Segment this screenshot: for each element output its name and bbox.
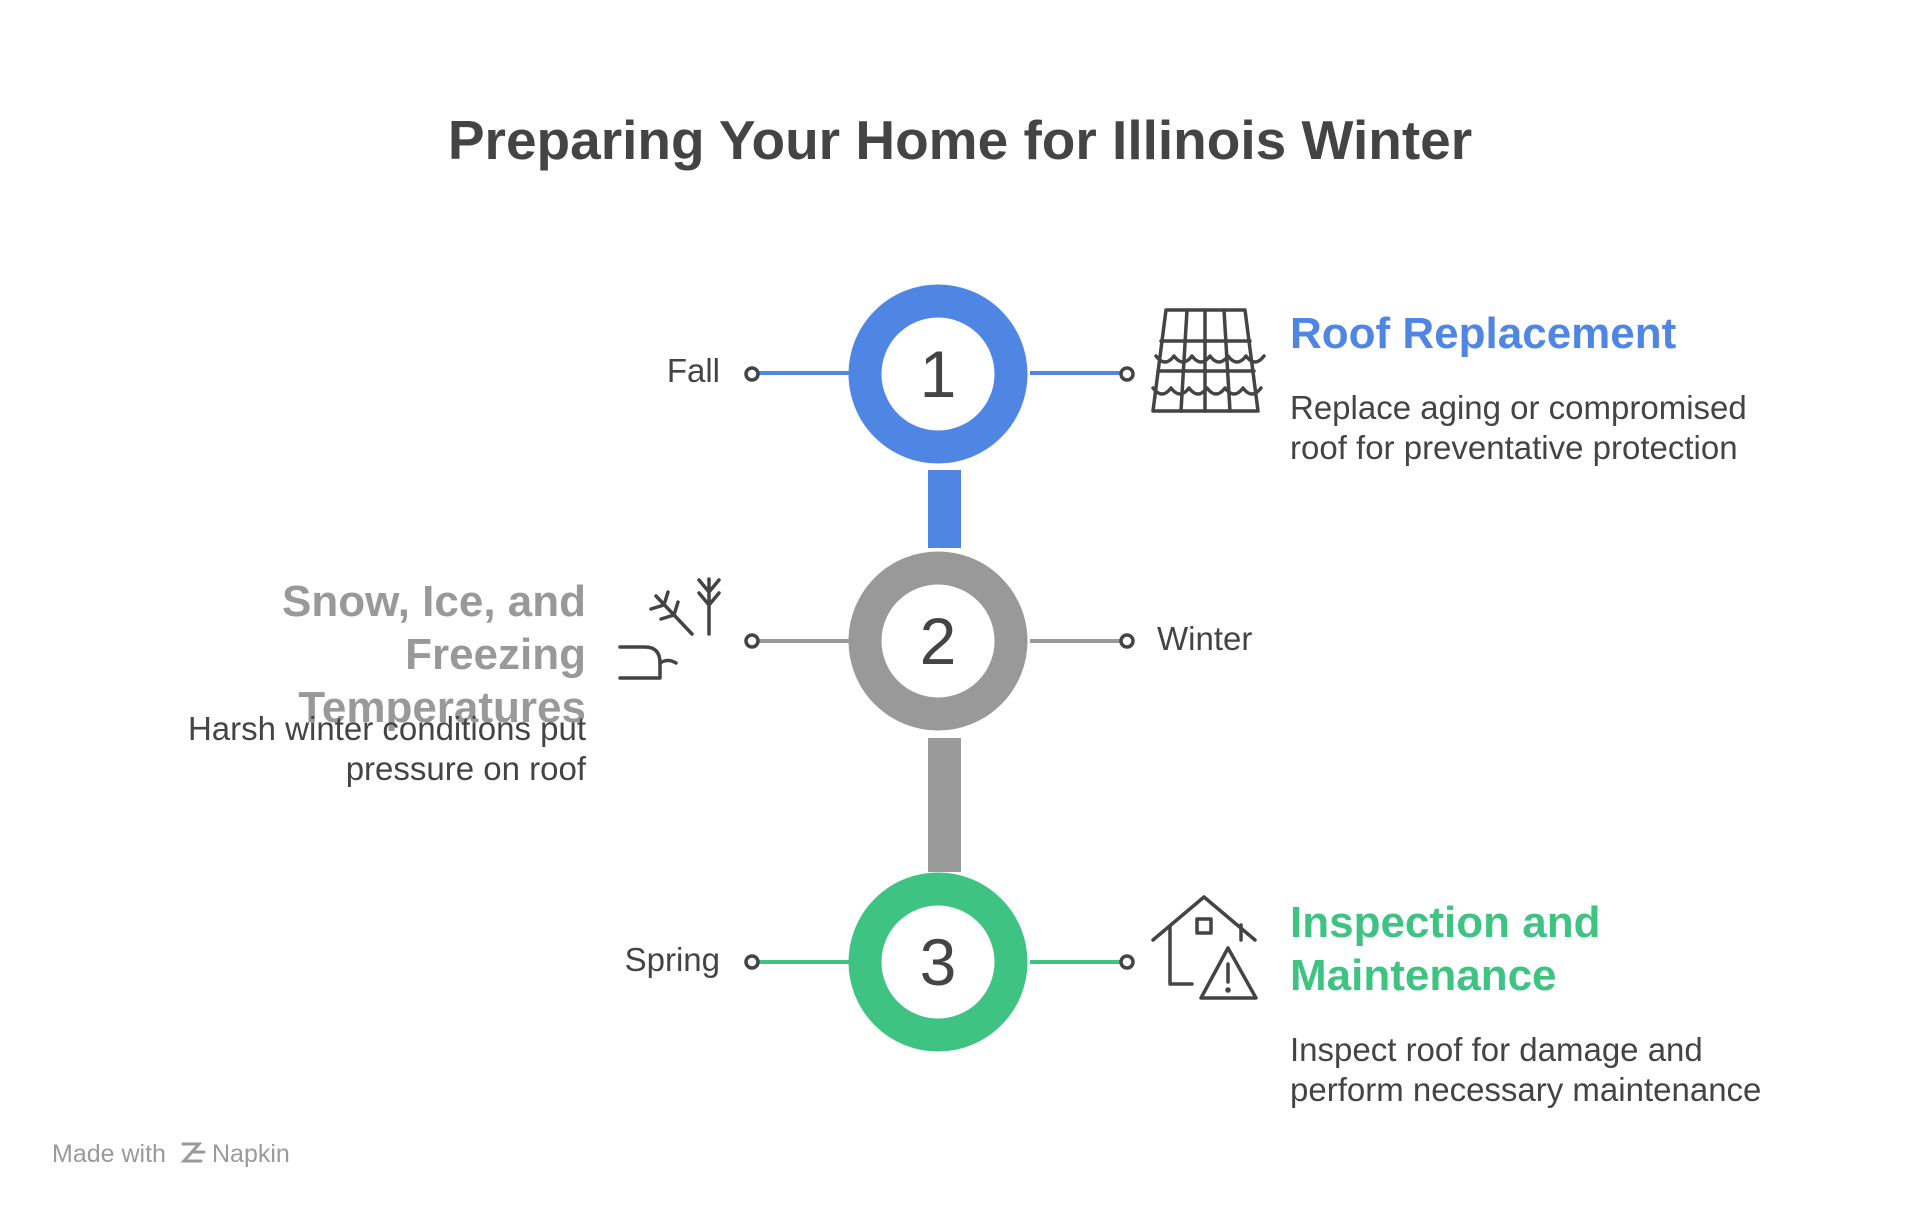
step-2-heading-line-2: Temperatures	[298, 683, 586, 732]
step-2-right-line	[1030, 633, 1135, 649]
step-1-season: Fall	[666, 352, 720, 389]
page-title: Preparing Your Home for Illinois Winter	[447, 109, 1473, 171]
step-2-left-line	[744, 633, 850, 649]
snow-ice-icon	[618, 577, 721, 680]
house-warning-icon	[1151, 895, 1258, 1000]
step-3-description: Inspect roof for damage and perform nece…	[1290, 1030, 1761, 1110]
step-3-number: 3	[920, 925, 957, 999]
step-3-left-line	[744, 954, 850, 970]
step-3-desc-line-2: perform necessary maintenance	[1290, 1071, 1762, 1108]
step-2-description: Harsh winter conditions put pressure on …	[90, 709, 586, 789]
step-1-circle: 1	[848, 284, 1028, 464]
step-1-desc-line-2: roof for preventative protection	[1290, 429, 1738, 466]
step-1-left-line	[744, 366, 850, 382]
step-2-number: 2	[920, 604, 957, 678]
step-1-number: 1	[920, 337, 957, 411]
roof-tiles-icon	[1151, 308, 1266, 413]
step-1-right-line	[1030, 366, 1135, 382]
connector-2-3	[928, 738, 961, 872]
step-2-desc-line-2: pressure on roof	[345, 750, 586, 787]
step-2-circle: 2	[848, 551, 1028, 731]
step-1-desc-line-1: Replace aging or compromised	[1290, 389, 1747, 426]
step-3-heading-line-2: Maintenance	[1290, 951, 1557, 1000]
step-1-description: Replace aging or compromised roof for pr…	[1290, 388, 1747, 468]
step-3-desc-line-1: Inspect roof for damage and	[1290, 1031, 1703, 1068]
step-2-heading: Snow, Ice, and Freezing Temperatures	[90, 575, 586, 734]
step-3-circle: 3	[848, 872, 1028, 1052]
step-2-season: Winter	[1157, 620, 1253, 657]
napkin-logo-icon	[180, 1142, 206, 1163]
step-3-season: Spring	[624, 941, 720, 978]
step-1-heading: Roof Replacement	[1290, 309, 1677, 358]
step-2-heading-line-1: Snow, Ice, and Freezing	[282, 577, 586, 679]
napkin-brand[interactable]: Napkin	[212, 1140, 290, 1168]
connector-1-2	[928, 470, 961, 548]
step-3-heading-line-1: Inspection and	[1290, 898, 1601, 947]
step-3-heading: Inspection and Maintenance	[1290, 896, 1600, 1002]
step-2-desc-line-1: Harsh winter conditions put	[187, 710, 586, 747]
made-with-label: Made with	[52, 1140, 166, 1168]
step-3-right-line	[1030, 954, 1135, 970]
